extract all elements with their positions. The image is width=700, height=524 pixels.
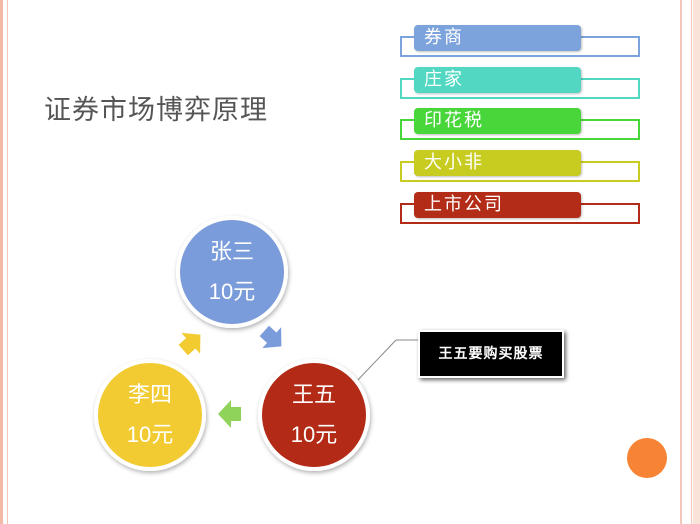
right-border-stripe — [693, 0, 700, 524]
slide-title: 证券市场博弈原理 — [44, 95, 268, 126]
node-lisi — [94, 359, 206, 471]
tag-stamp-tax: 印花税 — [400, 108, 642, 144]
tag-label: 印花税 — [414, 108, 581, 134]
decorative-dot — [627, 438, 667, 478]
tag-dealer: 庄家 — [400, 67, 642, 103]
node-wangwu-text: 王五 10元 — [260, 375, 368, 455]
tag-unlocked-shares: 大小非 — [400, 150, 642, 186]
tag-label: 券商 — [414, 25, 581, 51]
tag-broker: 券商 — [400, 25, 642, 61]
node-name: 张三 — [209, 239, 254, 264]
left-border-stripe — [0, 0, 3, 524]
callout-box: 王五要购买股票 — [418, 330, 564, 378]
node-lisi-text: 李四 10元 — [96, 375, 204, 455]
left-border-line — [7, 0, 8, 524]
node-name: 李四 — [127, 382, 172, 407]
tag-label: 大小非 — [414, 150, 581, 176]
callout-line — [355, 339, 397, 383]
arrow-icon — [259, 325, 282, 349]
node-wangwu — [258, 359, 370, 471]
node-name: 王五 — [291, 382, 336, 407]
node-amount: 10元 — [126, 422, 174, 447]
right-border-line — [680, 0, 682, 524]
tag-label: 庄家 — [414, 67, 581, 93]
right-border-line-2 — [691, 0, 692, 524]
node-amount: 10元 — [208, 279, 256, 304]
node-amount: 10元 — [290, 422, 338, 447]
arrow-icon — [178, 332, 201, 356]
node-zhangsan — [176, 216, 288, 328]
tag-label: 上市公司 — [414, 192, 581, 218]
tag-listed-company: 上市公司 — [400, 192, 642, 228]
node-zhangsan-text: 张三 10元 — [178, 232, 286, 312]
arrow-icon — [218, 400, 241, 428]
